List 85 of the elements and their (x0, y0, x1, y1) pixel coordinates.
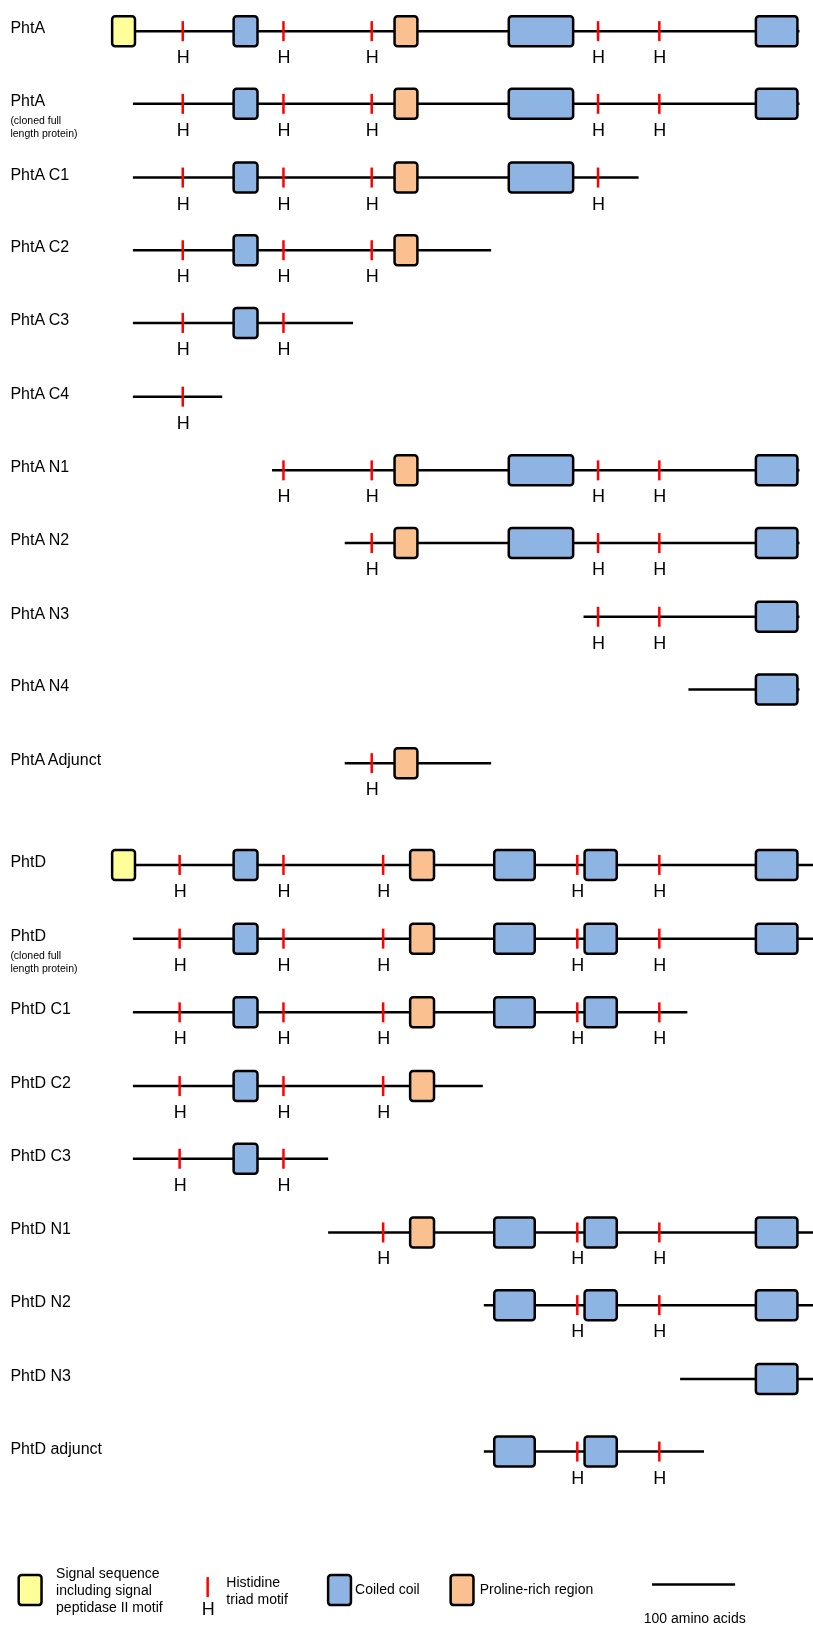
protein-name: PhtD C2 (10, 1074, 71, 1093)
histidine-label: H (571, 1321, 585, 1342)
protein-name: PhtD N2 (10, 1293, 71, 1312)
protein-name: PhtA (10, 19, 46, 38)
protein-name: PhtD N1 (10, 1220, 71, 1239)
histidine-label: H (176, 119, 190, 141)
legend-label: Signal sequence including signal peptidase II motif (56, 1565, 164, 1616)
histidine-label: H (176, 412, 190, 434)
legend-label: Coiled coil (355, 1581, 420, 1598)
legend-label: Histidine triad motif (226, 1574, 289, 1608)
protein-name: PhtA C1 (10, 165, 70, 184)
protein-name: PhtD C3 (10, 1146, 71, 1166)
histidine-label: H (277, 193, 291, 215)
histidine-label: H (365, 779, 379, 800)
histidine-label: H (277, 1174, 291, 1196)
protein-name: PhtD C1 (10, 1000, 71, 1019)
histidine-label: H (571, 1467, 585, 1489)
histidine-label: H (176, 193, 190, 215)
protein-name: PhtD N3 (10, 1366, 71, 1386)
protein-name: PhtA N2 (10, 531, 70, 550)
histidine-label: H (277, 880, 291, 902)
histidine-label: H (377, 1102, 391, 1123)
protein-name: PhtD (10, 852, 46, 872)
histidine-label: H (277, 338, 291, 360)
histidine-label: H (365, 193, 379, 215)
protein-note: (cloned full length protein) (10, 948, 79, 976)
histidine-label: H (653, 119, 667, 141)
histidine-label: H (277, 486, 291, 508)
histidine-label: H (571, 880, 585, 902)
protein-name: PhtD adjunct (10, 1439, 102, 1458)
protein-name: PhtA N3 (10, 604, 70, 624)
histidine-label: H (592, 193, 606, 215)
histidine-label: H (653, 1248, 667, 1270)
histidine-label: H (277, 1028, 291, 1050)
protein-name: PhtA (10, 91, 46, 111)
legend-label: Proline-rich region (479, 1581, 594, 1598)
histidine-label: H (653, 1028, 667, 1050)
histidine-label: H (277, 954, 291, 976)
histidine-label: H (653, 1467, 667, 1489)
histidine-label: H (365, 559, 379, 580)
histidine-label: H (365, 266, 379, 287)
histidine-label: H (377, 954, 391, 976)
histidine-label: H (571, 954, 585, 976)
histidine-label: H (592, 47, 606, 68)
histidine-label: H (365, 119, 379, 141)
protein-name: PhtA C2 (10, 238, 70, 257)
histidine-label: H (377, 1028, 391, 1050)
histidine-label: H (277, 47, 291, 68)
histidine-label: H (176, 47, 190, 68)
histidine-label: H (653, 1321, 667, 1342)
histidine-label: H (377, 1248, 391, 1270)
protein-name: PhtA Adjunct (10, 751, 102, 770)
histidine-label: H (365, 486, 379, 508)
legend-label: 100 amino acids (643, 1610, 746, 1627)
histidine-label: H (653, 559, 667, 580)
histidine-label: H (571, 1028, 585, 1050)
protein-name: PhtA N1 (10, 458, 70, 477)
histidine-label: H (653, 47, 667, 68)
histidine-label: H (653, 880, 667, 902)
protein-note: (cloned full length protein) (10, 113, 79, 142)
histidine-label: H (653, 632, 667, 654)
histidine-label: H (571, 1248, 585, 1270)
protein-name: PhtA C3 (10, 310, 70, 330)
histidine-label: H (277, 1102, 291, 1123)
histidine-label: H (377, 880, 391, 902)
histidine-label: H (277, 266, 291, 287)
protein-name: PhtA N4 (10, 677, 70, 696)
protein-name: PhtA C4 (10, 384, 70, 403)
histidine-label: H (653, 486, 667, 508)
histidine-label: H (201, 1599, 215, 1620)
histidine-label: H (173, 880, 187, 902)
histidine-label: H (592, 119, 606, 141)
histidine-label: H (176, 338, 190, 360)
histidine-label: H (365, 47, 379, 68)
histidine-label: H (173, 1174, 187, 1196)
protein-name: PhtD (10, 926, 46, 945)
histidine-label: H (176, 266, 190, 287)
histidine-label: H (173, 1028, 187, 1050)
histidine-label: H (653, 954, 667, 976)
histidine-label: H (173, 954, 187, 976)
histidine-label: H (592, 632, 606, 654)
histidine-label: H (592, 486, 606, 508)
histidine-label: H (592, 559, 606, 580)
histidine-label: H (173, 1102, 187, 1123)
histidine-label: H (277, 119, 291, 141)
